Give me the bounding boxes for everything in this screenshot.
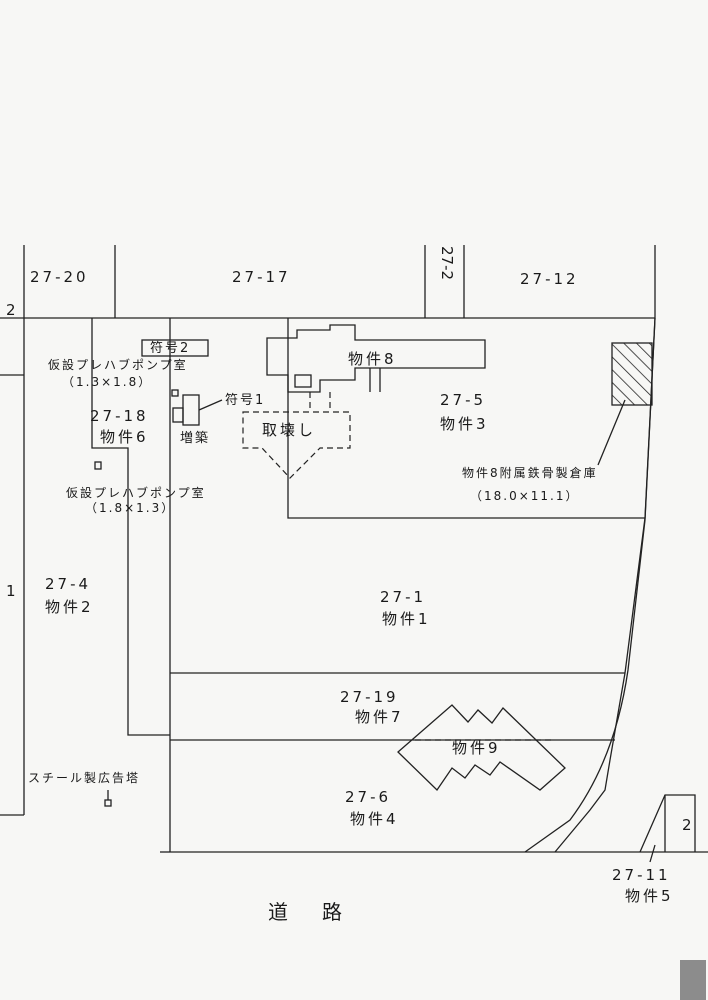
property-6: 物件6 xyxy=(100,428,149,446)
leader-27-11 xyxy=(649,844,656,863)
pump-room-a-size: （1.3×1.8） xyxy=(62,375,153,389)
lot-27-12: 27-12 xyxy=(520,270,579,288)
pump-room-b-size: （1.8×1.3） xyxy=(85,501,176,515)
lot-27-11: 27-11 xyxy=(612,866,671,884)
edge-mark-left-top: 2 xyxy=(6,301,16,319)
pump-room-a xyxy=(171,389,179,397)
leader-symbol-1 xyxy=(198,399,223,411)
lot-27-6: 27-6 xyxy=(345,788,392,806)
property-7: 物件7 xyxy=(355,708,404,726)
pump-room-b xyxy=(94,461,102,470)
steel-billboard-label: スチール製広告塔 xyxy=(28,771,141,785)
lot-27-17: 27-17 xyxy=(232,268,291,286)
extension-label: 増築 xyxy=(180,431,211,446)
property-2: 物件2 xyxy=(45,598,94,616)
lot-27-1: 27-1 xyxy=(380,588,427,606)
billboard-marker xyxy=(104,799,112,807)
property-3: 物件3 xyxy=(440,415,489,433)
warehouse-property-8 xyxy=(611,342,653,406)
boundary-27-18 xyxy=(91,318,170,736)
property-8: 物件8 xyxy=(348,350,397,368)
lot-27-18: 27-18 xyxy=(90,407,149,425)
symbol-1-label: 符号1 xyxy=(225,393,266,408)
leader-warehouse xyxy=(597,399,626,466)
boundary-27-11 xyxy=(639,794,696,853)
property-1: 物件1 xyxy=(382,610,431,628)
boundary-right-curve xyxy=(524,317,656,853)
lot-27-4: 27-4 xyxy=(45,575,92,593)
extension-box xyxy=(172,407,184,423)
scan-edge-strip xyxy=(680,960,706,1000)
property-4: 物件4 xyxy=(350,810,399,828)
lot-27-20: 27-20 xyxy=(30,268,89,286)
pump-room-b-label: 仮設プレハブポンプ室 xyxy=(66,486,206,500)
symbol-2-label: 符号2 xyxy=(150,341,191,356)
building-property-9 xyxy=(397,704,566,792)
edge-mark-right-bottom: 2 xyxy=(682,816,692,834)
lot-27-2-text: 27-2 xyxy=(438,246,456,281)
warehouse-label: 物件8附属鉄骨製倉庫 xyxy=(462,466,598,480)
demolish-label: 取壊し xyxy=(262,421,317,439)
property-5: 物件5 xyxy=(625,887,674,905)
building-property-8 xyxy=(266,324,486,393)
lot-27-5: 27-5 xyxy=(440,391,487,409)
lot-27-19: 27-19 xyxy=(340,688,399,706)
lot-27-2: 27-2 xyxy=(437,246,456,285)
symbol-1-box xyxy=(182,394,200,426)
pump-room-a-label: 仮設プレハブポンプ室 xyxy=(48,358,188,372)
road-label: 道路 xyxy=(268,900,376,924)
connector-8a xyxy=(294,374,312,388)
demolish-outline xyxy=(242,411,351,479)
property-9: 物件9 xyxy=(452,739,501,757)
edge-mark-left-mid: 1 xyxy=(6,582,16,600)
warehouse-size: （18.0×11.1） xyxy=(470,489,580,503)
symbol-2-box xyxy=(141,339,209,357)
